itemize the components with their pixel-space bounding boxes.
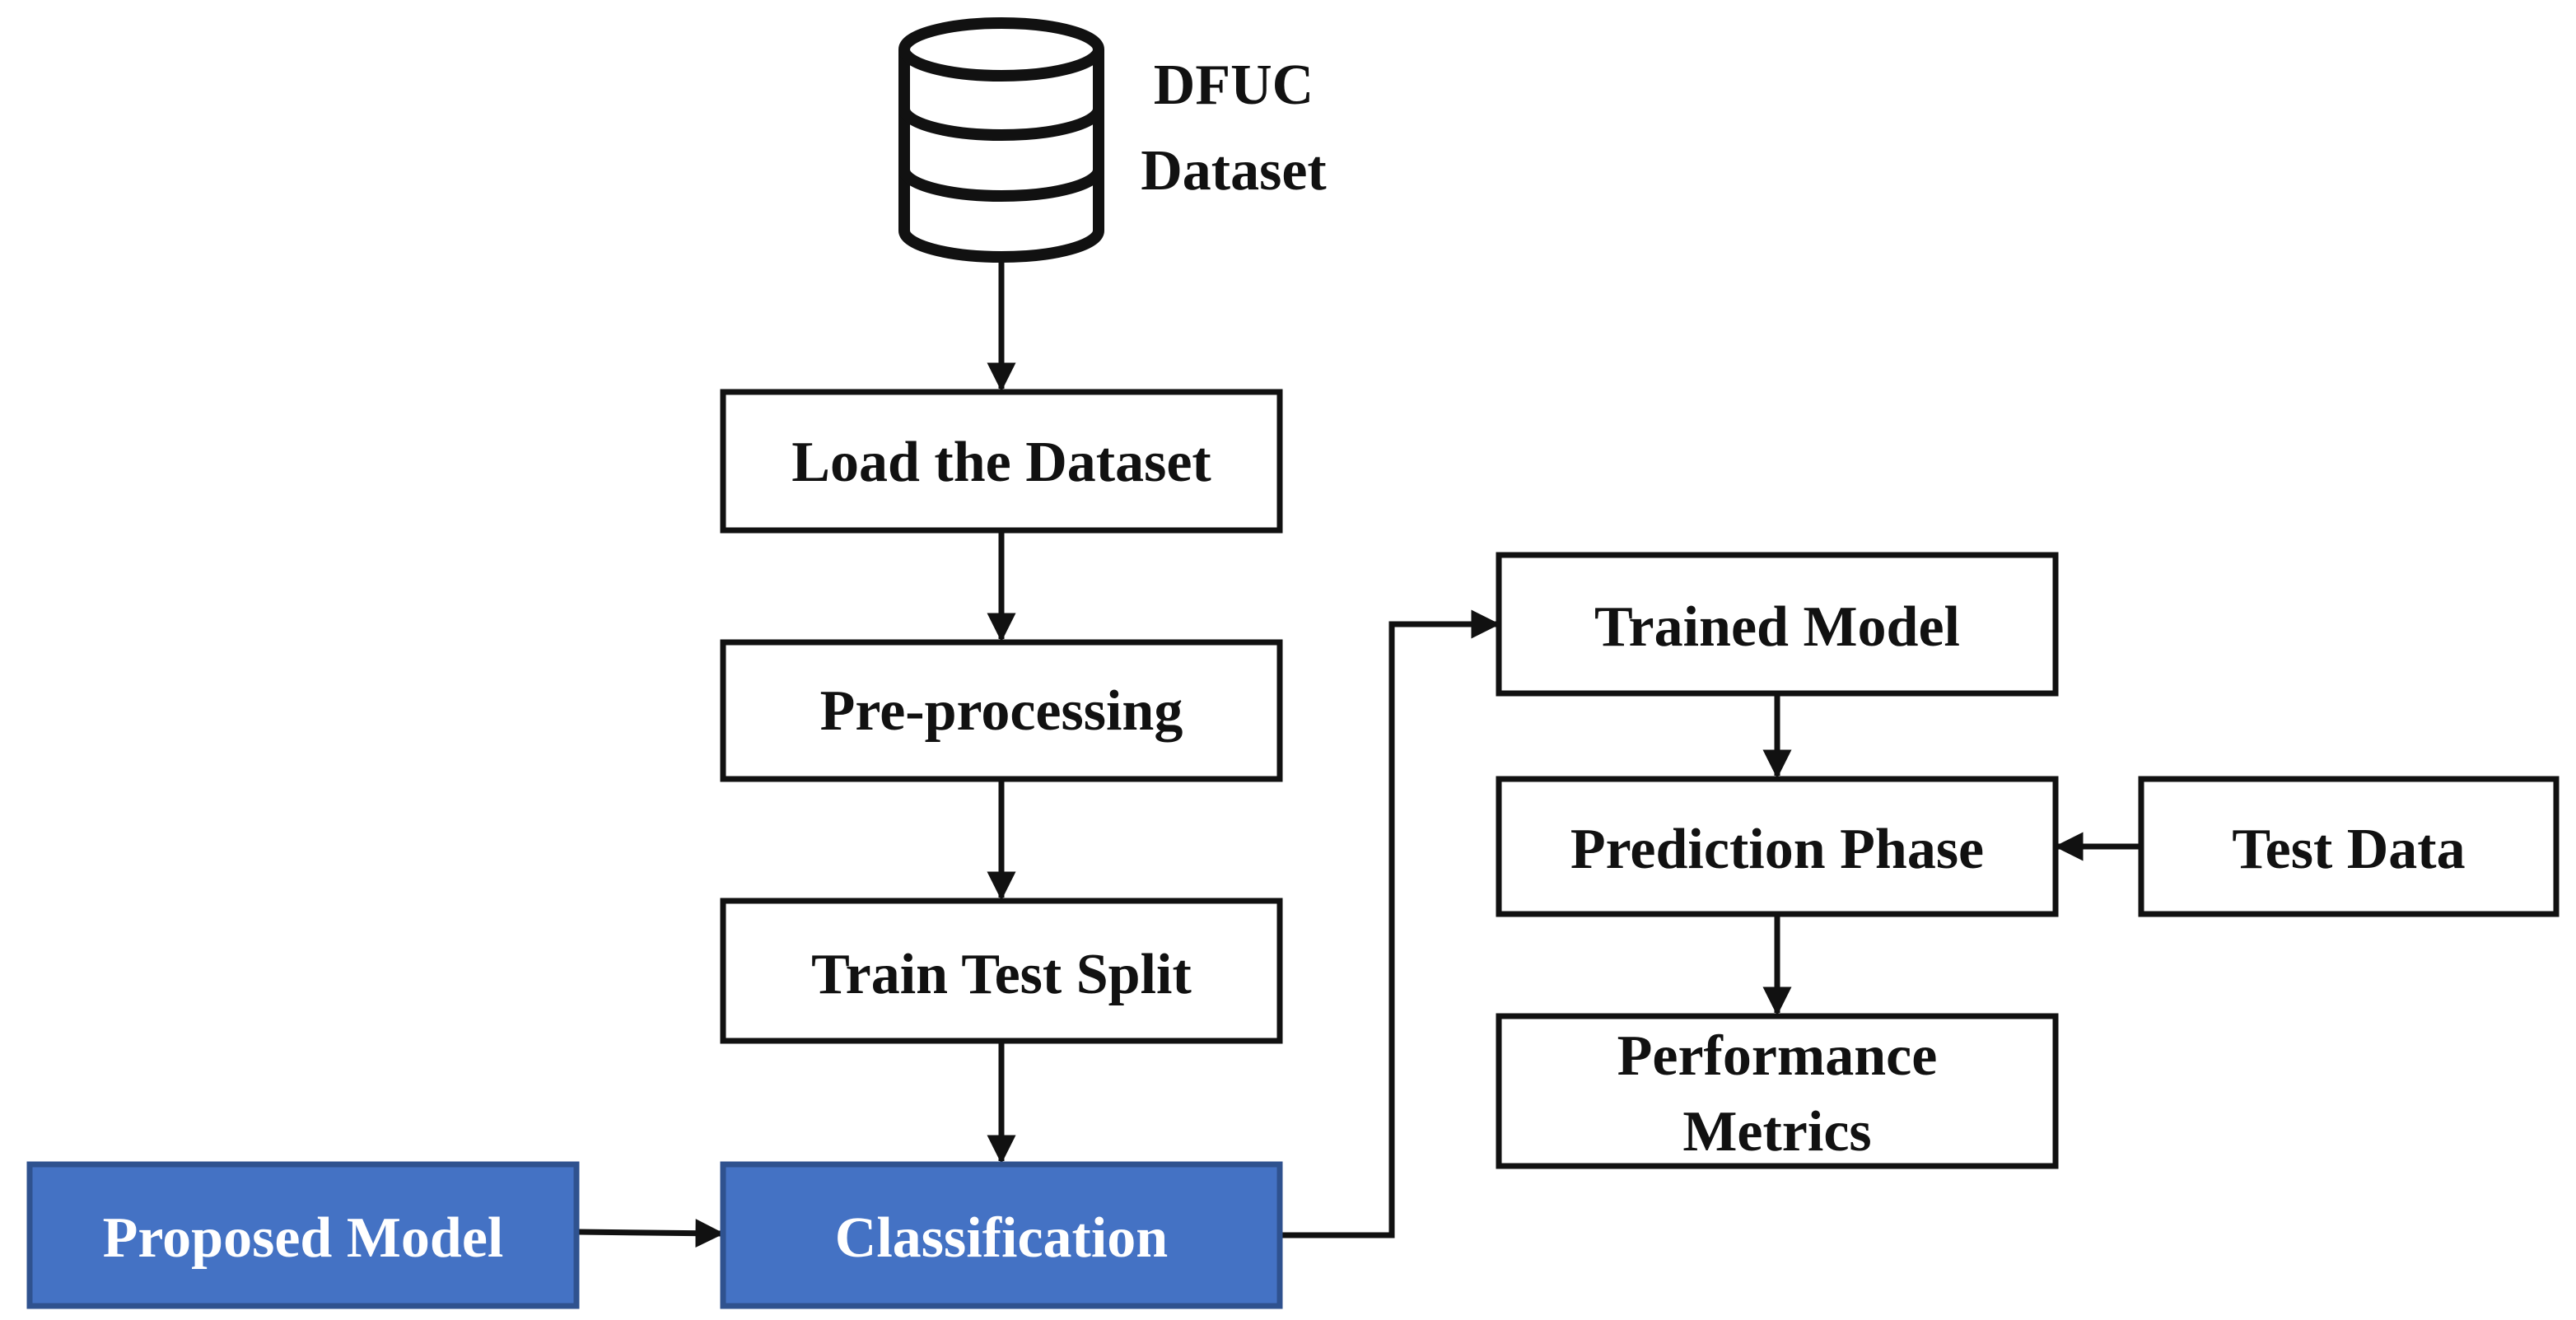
node-prediction-phase-label: Prediction Phase xyxy=(1570,818,1984,881)
node-test-data: Test Data xyxy=(2138,776,2560,917)
node-prediction-phase: Prediction Phase xyxy=(1496,776,2059,917)
node-train-test-split-label: Train Test Split xyxy=(811,943,1192,1006)
node-performance-metrics: Performance Metrics xyxy=(1496,1013,2059,1169)
node-performance-metrics-label-line1: Performance xyxy=(1617,1024,1938,1088)
node-proposed-model: Proposed Model xyxy=(26,1161,580,1309)
dataset-title-line2: Dataset xyxy=(1141,139,1326,203)
node-trained-model-label: Trained Model xyxy=(1594,595,1960,659)
node-performance-metrics-label-line2: Metrics xyxy=(1682,1100,1871,1164)
node-load-dataset-label: Load the Dataset xyxy=(791,431,1211,494)
dataset-title-line1: DFUC xyxy=(1154,54,1314,117)
node-classification: Classification xyxy=(720,1161,1283,1309)
node-test-data-label: Test Data xyxy=(2232,818,2465,881)
node-classification-label: Classification xyxy=(835,1206,1168,1270)
node-trained-model: Trained Model xyxy=(1496,552,2059,697)
edge-classification-to-trained xyxy=(1281,609,1500,1238)
node-proposed-model-label: Proposed Model xyxy=(103,1206,504,1270)
node-train-test-split: Train Test Split xyxy=(720,898,1283,1044)
database-icon xyxy=(898,17,1104,263)
node-load-dataset: Load the Dataset xyxy=(720,389,1283,534)
node-pre-processing-label: Pre-processing xyxy=(820,679,1183,743)
edges xyxy=(577,262,2141,1248)
edge-proposed-to-classification xyxy=(577,1219,725,1248)
node-pre-processing: Pre-processing xyxy=(720,639,1283,782)
